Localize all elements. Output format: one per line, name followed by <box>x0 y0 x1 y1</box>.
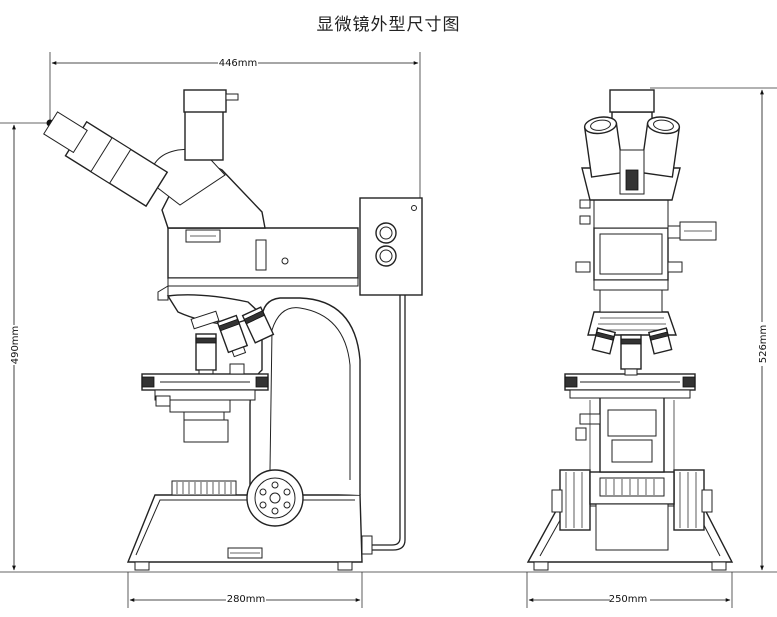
front-view <box>526 89 734 571</box>
dim-label-front-base: 250mm <box>609 594 648 605</box>
diagram-title: 显微镜外型尺寸图 <box>316 15 461 35</box>
dim-label-side-width: 446mm <box>219 58 258 69</box>
side-view <box>43 89 423 571</box>
dim-label-side-base: 280mm <box>227 594 266 605</box>
dim-label-side-height: 490mm <box>10 326 21 365</box>
dim-label-front-height: 526mm <box>758 325 769 364</box>
